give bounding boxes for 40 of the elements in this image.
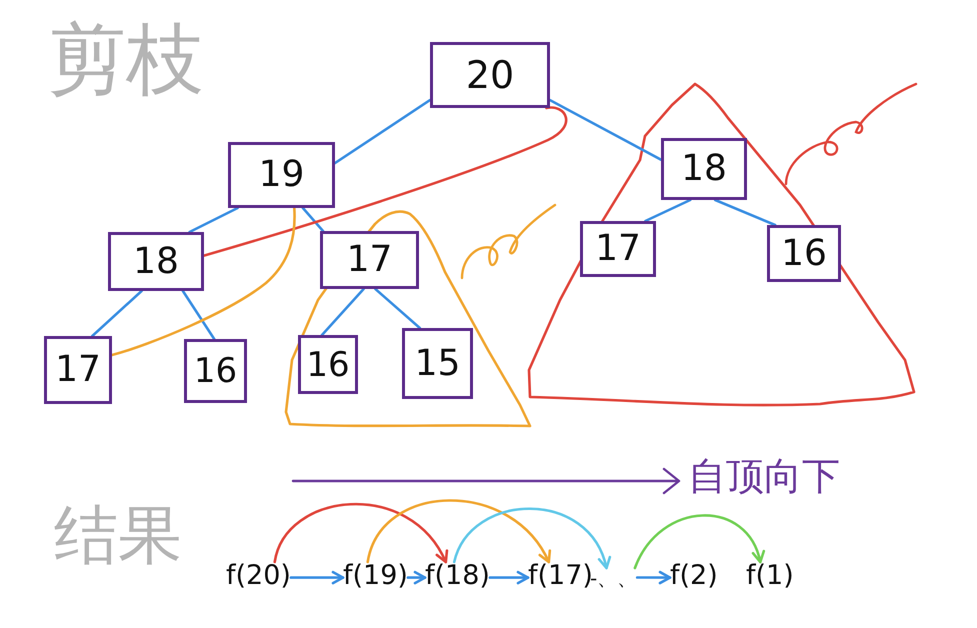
arrow [636,570,672,584]
number-box: 18 [661,138,747,200]
number-box: 19 [228,142,335,208]
branch-line [320,288,365,336]
call-label: f(20) [226,562,291,590]
number-box: 20 [430,42,550,108]
curved-line [110,206,296,356]
number-box: 16 [298,335,358,394]
branch-line [644,198,692,222]
branch-line [334,98,432,164]
arrow [488,570,530,584]
call-label: f(18) [425,562,490,590]
branch-line [374,288,422,330]
branch-line [548,98,662,161]
call-label: f(19) [343,562,408,590]
number-box: 17 [44,336,112,404]
direction-label: 自顶向下 [688,457,840,497]
branch-line [302,206,324,232]
number-box: 16 [184,339,247,403]
call-label: f(2) [670,562,718,590]
branch-line [188,206,239,234]
call-label: -、、 [590,568,638,589]
curved-line [202,106,568,257]
branch-line [714,198,776,226]
call-label: f(1) [746,562,794,590]
number-box: 17 [580,221,656,277]
number-box: 15 [402,328,473,399]
number-box: 17 [320,231,419,289]
number-box: 16 [767,225,841,282]
curved-arrow [634,514,764,570]
branch-line [182,290,216,340]
section-heading: 剪枝 [48,20,204,102]
curved-arrow [452,507,610,570]
curved-arrow [273,502,448,564]
number-box: 18 [108,232,204,291]
curved-arrow [366,499,550,564]
arrow [406,570,426,584]
arrow [290,570,344,584]
section-heading: 结果 [54,503,182,570]
branch-line [91,290,143,338]
